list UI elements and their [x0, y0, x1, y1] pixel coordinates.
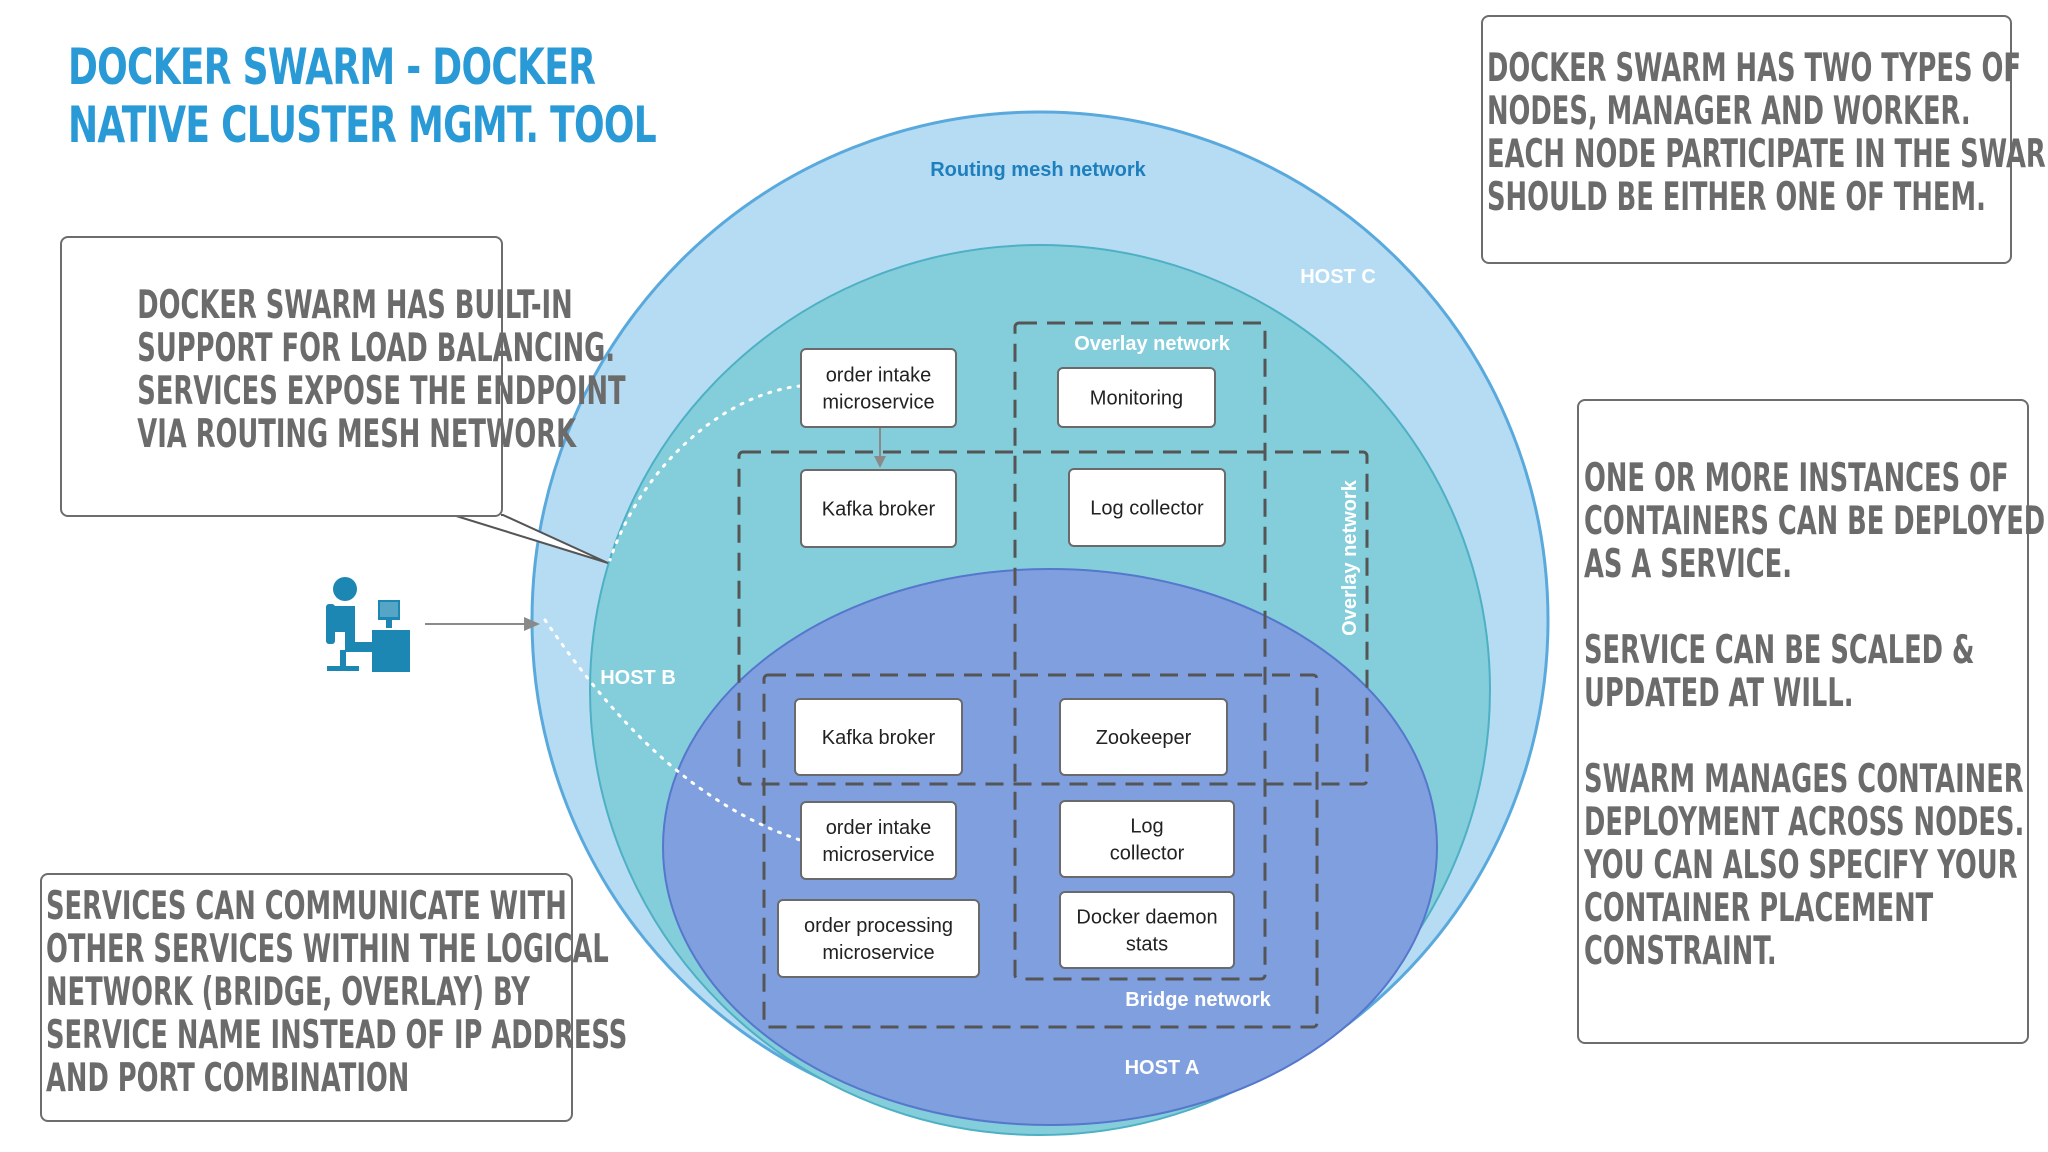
callout-line: NETWORK (BRIDGE, OVERLAY) BY	[46, 970, 530, 1015]
docker-daemon-stats-node-label: stats	[1126, 934, 1168, 956]
overlay-network-top-box	[1013, 321, 1267, 981]
host-b-label: HOST B	[600, 667, 676, 689]
user-computer-icon	[326, 577, 410, 672]
log-collector-node-label: Log	[1130, 816, 1163, 838]
order-intake-microservice-node-label: microservice	[822, 844, 934, 866]
routing-dotted-line	[608, 384, 802, 562]
callout-line: SWARM MANAGES CONTAINER	[1584, 757, 2024, 802]
callout-line: CONTAINERS CAN BE DEPLOYED	[1584, 499, 2046, 544]
intake-to-kafka-arrowhead	[874, 456, 886, 468]
zookeeper-node-box	[1059, 698, 1228, 776]
communication-callout: SERVICES CAN COMMUNICATE WITH OTHER SERV…	[40, 873, 627, 1122]
kafka-broker-node: Kafka broker	[794, 698, 963, 776]
order-processing-microservice-node-label: order processing	[804, 915, 953, 937]
callout-line: ONE OR MORE INSTANCES OF	[1584, 456, 2009, 501]
docker-daemon-stats-node: Docker daemon stats	[1059, 891, 1235, 969]
kafka-broker-node-label: Kafka broker	[822, 727, 936, 749]
zookeeper-node-label: Zookeeper	[1096, 727, 1192, 749]
monitoring-node-box	[1057, 367, 1216, 428]
callout-line: SHOULD BE EITHER ONE OF THEM.	[1487, 175, 1986, 220]
overlay-network-side-box	[737, 450, 1369, 786]
order-intake-microservice-node: order intake microservice	[800, 801, 957, 880]
kafka-broker-node: Kafka broker	[800, 469, 957, 548]
callout-line: UPDATED AT WILL.	[1584, 671, 1854, 716]
order-intake-microservice-node-label: order intake	[826, 365, 932, 387]
node-types-callout: DOCKER SWARM HAS TWO TYPES OF NODES, MAN…	[1481, 15, 2048, 264]
log-collector-node-box	[1059, 800, 1235, 878]
kafka-broker-node-label: Kafka broker	[822, 499, 936, 521]
docker-daemon-stats-node-label: Docker daemon	[1076, 907, 1217, 929]
host-a-ellipse	[662, 568, 1438, 1126]
routing-mesh-label: Routing mesh network	[930, 159, 1146, 181]
callout-line: NODES, MANAGER AND WORKER.	[1487, 89, 1971, 134]
callout-line: SERVICES EXPOSE THE ENDPOINT	[137, 369, 626, 414]
routing-dotted-line	[543, 618, 802, 842]
log-collector-node-box	[1068, 468, 1226, 547]
order-intake-microservice-node-box	[800, 348, 957, 428]
order-processing-microservice-node-label: microservice	[822, 942, 934, 964]
callout-line: DOCKER SWARM HAS TWO TYPES OF	[1487, 46, 2021, 91]
order-intake-microservice-node-box	[800, 801, 957, 880]
kafka-broker-node-box	[794, 698, 963, 776]
log-collector-node: Log collector	[1068, 468, 1226, 547]
order-processing-microservice-node-box	[777, 899, 980, 978]
callout-line: CONSTRAINT.	[1584, 929, 1777, 974]
services-callout: ONE OR MORE INSTANCES OF CONTAINERS CAN …	[1577, 399, 2045, 1044]
load-balancing-callout: DOCKER SWARM HAS BUILT-IN SUPPORT FOR LO…	[60, 236, 626, 517]
callout-line: DOCKER SWARM HAS BUILT-IN	[137, 283, 573, 328]
host-c-label: HOST C	[1300, 266, 1376, 288]
callout-line: EACH NODE PARTICIPATE IN THE SWARM	[1487, 132, 2048, 177]
user-arrow-head	[524, 617, 540, 631]
callout-line: VIA ROUTING MESH NETWORK	[137, 412, 577, 457]
callout-line: AND PORT COMBINATION	[46, 1056, 410, 1101]
order-intake-microservice-node-label: microservice	[822, 392, 934, 414]
monitoring-node-label: Monitoring	[1090, 388, 1183, 410]
log-collector-node-label: Log collector	[1090, 498, 1204, 520]
callout-line: SERVICE CAN BE SCALED &	[1584, 628, 1975, 673]
callout-line: OTHER SERVICES WITHIN THE LOGICAL	[46, 927, 609, 972]
kafka-broker-node-box	[800, 469, 957, 548]
monitoring-node: Monitoring	[1057, 367, 1216, 428]
callout-line: SUPPORT FOR LOAD BALANCING.	[137, 326, 616, 371]
order-processing-microservice-node: order processing microservice	[777, 899, 980, 978]
callout-line: CONTAINER PLACEMENT	[1584, 886, 1934, 931]
log-collector-node: Log collector	[1059, 800, 1235, 878]
callout-line: SERVICES CAN COMMUNICATE WITH	[46, 884, 567, 929]
title-line: DOCKER SWARM - DOCKER	[68, 38, 596, 96]
log-collector-node-label: collector	[1110, 843, 1185, 865]
callout-line: YOU CAN ALSO SPECIFY YOUR	[1584, 843, 2018, 888]
bridge-network-box	[762, 673, 1319, 1029]
bridge-network-label: Bridge network	[1125, 989, 1271, 1011]
callout-line: AS A SERVICE.	[1584, 542, 1793, 587]
callout-line: SERVICE NAME INSTEAD OF IP ADDRESS	[46, 1013, 628, 1058]
docker-daemon-stats-node-box	[1059, 891, 1235, 969]
overlay-network-side-label: Overlay network	[1339, 479, 1361, 636]
host-a-label: HOST A	[1125, 1057, 1200, 1079]
callout-line: DEPLOYMENT ACROSS NODES.	[1584, 800, 2025, 845]
overlay-network-top-label: Overlay network	[1074, 333, 1231, 355]
order-intake-microservice-node: order intake microservice	[800, 348, 957, 428]
order-intake-microservice-node-label: order intake	[826, 817, 932, 839]
service-nodes: order intake microservice MonitoringKafka …	[777, 348, 1235, 978]
zookeeper-node: Zookeeper	[1059, 698, 1228, 776]
